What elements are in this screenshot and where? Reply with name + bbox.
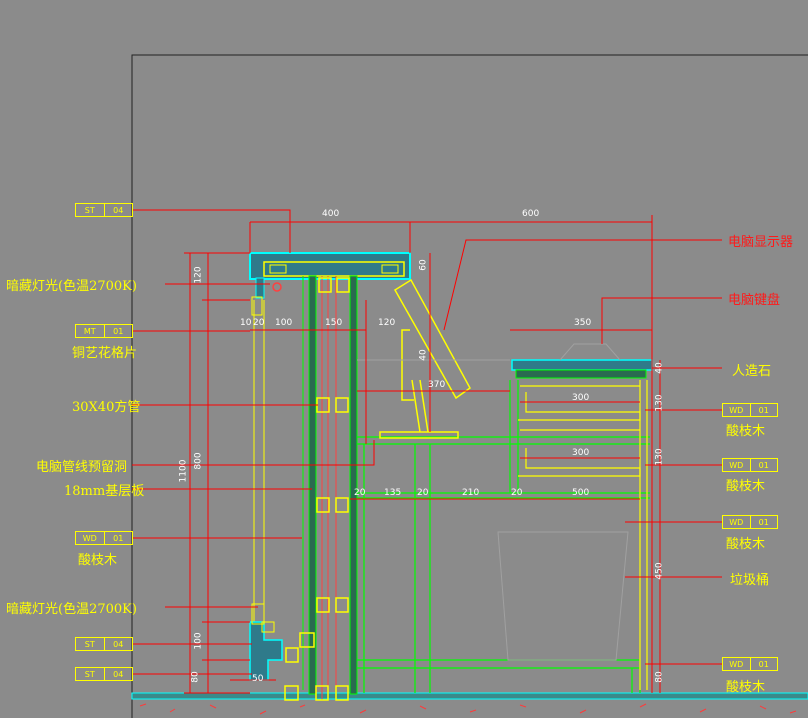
dim-150: 150: [325, 318, 343, 328]
dim-20b: 20: [354, 488, 366, 498]
dim-60: 60: [418, 259, 429, 271]
note-plywood: 18mm基层板: [64, 484, 145, 499]
dimension-lines: [184, 215, 661, 694]
dim-20c: 20: [417, 488, 429, 498]
note-acid-wood-r4: 酸枝木: [726, 680, 766, 695]
dim-100a: 100: [275, 318, 293, 328]
dim-50: 50: [252, 674, 264, 684]
note-cable-hole: 电脑管线预留洞: [36, 460, 128, 475]
dim-100b: 100: [193, 632, 204, 650]
note-keyboard: 电脑键盘: [728, 293, 781, 308]
note-monitor: 电脑显示器: [728, 235, 794, 250]
dim-370: 370: [428, 380, 446, 390]
plywood-board-left: [308, 275, 317, 695]
desk-frame: [357, 380, 650, 693]
dim-350: 350: [574, 318, 592, 328]
note-acid-wood-r3: 酸枝木: [726, 537, 766, 552]
trash-bin: [497, 531, 629, 661]
light-box: [263, 261, 405, 277]
sheet-border: [131, 54, 808, 718]
dim-120a: 120: [193, 266, 204, 284]
keyboard-tray: [379, 431, 459, 439]
dim-450: 450: [654, 562, 665, 580]
dim-500: 500: [572, 488, 590, 498]
dim-135: 135: [384, 488, 402, 498]
note-square-tube: 30X40方管: [72, 400, 141, 415]
dim-800: 800: [193, 452, 204, 470]
stone-counter: [511, 359, 653, 371]
note-acid-wood-r2: 酸枝木: [726, 479, 766, 494]
note-copper-grille: 铜艺花格片: [72, 346, 138, 361]
floor-slab: [131, 692, 808, 700]
dim-210: 210: [462, 488, 480, 498]
light-fixture-bottom: [251, 603, 265, 625]
dim-80a: 80: [190, 671, 201, 683]
note-hidden-light-bottom: 暗藏灯光(色温2700K): [6, 602, 137, 617]
top-stone-cap: [249, 252, 411, 280]
plywood-board-right: [349, 275, 358, 695]
dim-130a: 130: [654, 394, 665, 412]
note-artificial-stone: 人造石: [732, 364, 772, 379]
dim-20d: 20: [511, 488, 523, 498]
monitor: [393, 278, 471, 433]
dim-10: 10: [240, 318, 252, 328]
dim-40b: 40: [654, 362, 665, 374]
note-acid-wood-r1: 酸枝木: [726, 424, 766, 439]
note-acid-wood-left: 酸枝木: [78, 553, 118, 568]
note-trash-bin: 垃圾桶: [730, 573, 770, 588]
dim-400: 400: [322, 209, 340, 219]
dim-20a: 20: [253, 318, 265, 328]
dim-40a: 40: [418, 349, 429, 361]
dim-120b: 120: [378, 318, 396, 328]
dim-1100: 1100: [178, 459, 189, 483]
note-hidden-light-top: 暗藏灯光(色温2700K): [6, 279, 137, 294]
floor-hatch: [139, 703, 797, 715]
base-stone: [249, 621, 283, 681]
dim-300b: 300: [572, 448, 590, 458]
square-tubes: [284, 277, 350, 701]
dim-300a: 300: [572, 393, 590, 403]
dim-80b: 80: [654, 671, 665, 683]
drawers: [518, 380, 648, 690]
dim-600: 600: [522, 209, 540, 219]
dim-130b: 130: [654, 448, 665, 466]
leader-lines: [132, 209, 722, 675]
light-fixture-top: [272, 282, 282, 292]
